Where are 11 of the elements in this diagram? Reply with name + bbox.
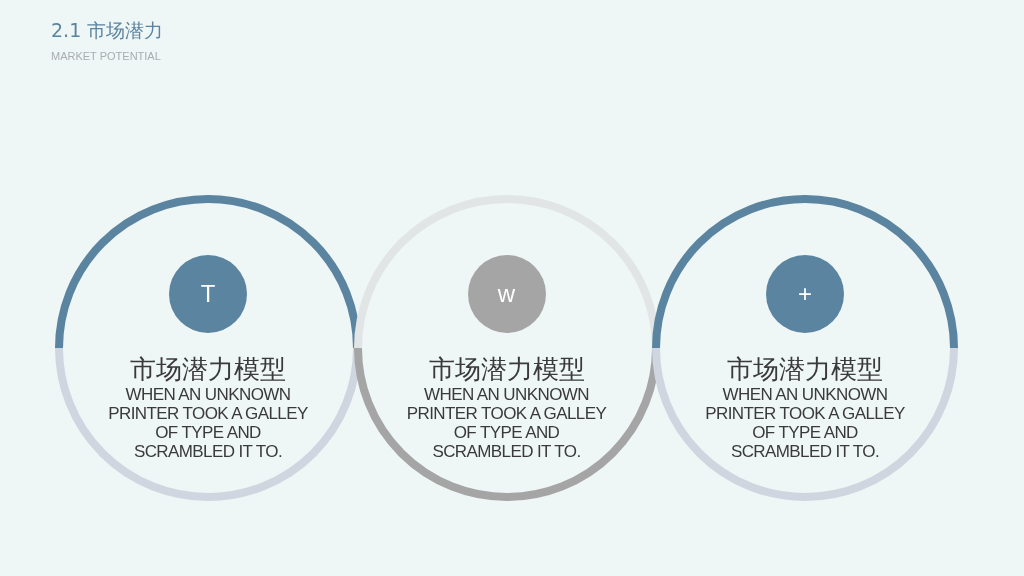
page-title: 2.1 市场潜力 — [51, 18, 164, 43]
description-text: WHEN AN UNKNOWN PRINTER TOOK A GALLEY OF TYPE AND SCRAMBLED IT TO. — [107, 385, 309, 461]
model-heading: 市场潜力模型 — [129, 355, 287, 383]
model-heading: 市场潜力模型 — [726, 355, 884, 383]
icon-circle: w — [467, 255, 546, 333]
model-heading: 市场潜力模型 — [427, 355, 586, 383]
description-text: WHEN AN UNKNOWN PRINTER TOOK A GALLEY OF TYPE AND SCRAMBLED IT TO. — [704, 385, 906, 461]
subtitle: MARKET POTENTIAL — [51, 50, 161, 62]
icon-circle: T — [169, 255, 247, 333]
icon-circle: + — [766, 255, 844, 333]
description-text: WHEN AN UNKNOWN PRINTER TOOK A GALLEY OF TYPE AND SCRAMBLED IT TO. — [405, 385, 608, 461]
